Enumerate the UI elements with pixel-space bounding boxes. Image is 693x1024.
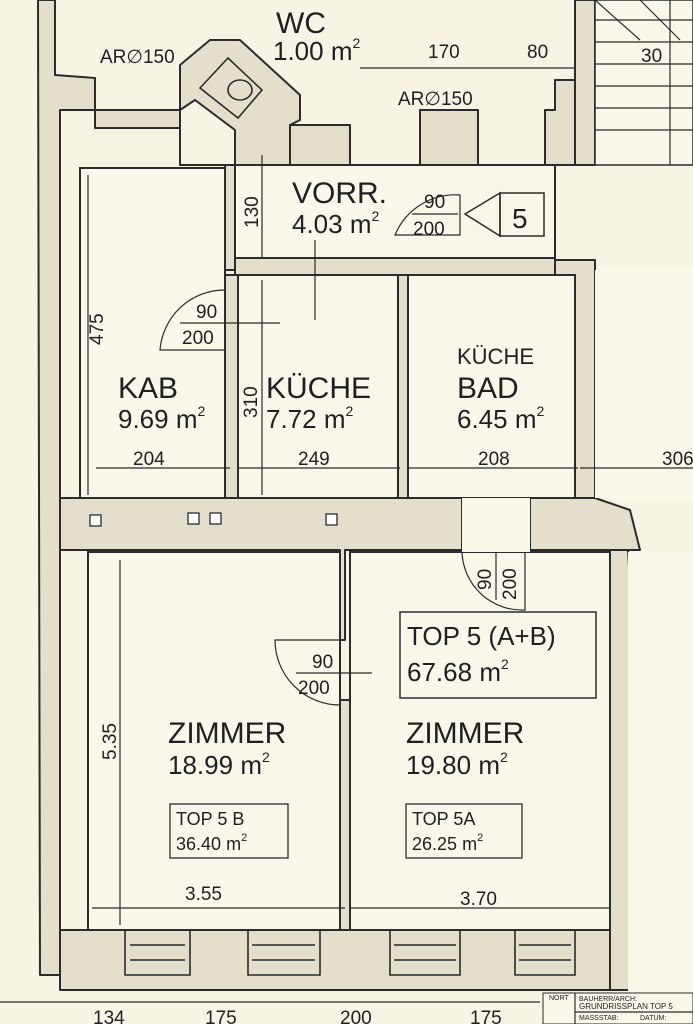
zimmer-b-area: 18.99 m2 [168, 749, 270, 780]
room-zimmer-b [87, 551, 341, 931]
wall-middle-right [529, 497, 641, 551]
dim-bottom-200: 200 [340, 1008, 372, 1024]
vorr-name: VORR. [292, 177, 387, 210]
kab-name: KAB [118, 372, 178, 405]
kueche-bad-name1: KÜCHE [457, 344, 534, 369]
door-bad-height: 200 [500, 568, 521, 600]
top5b-name: TOP 5 B [176, 809, 244, 829]
zimmer-a-name: ZIMMER [406, 717, 524, 750]
wc-area: 1.00 m2 [273, 35, 361, 66]
door-zimmer-height: 200 [298, 678, 330, 699]
room-kab [79, 167, 226, 499]
wall-top-pillar1 [419, 109, 479, 166]
rooms [79, 164, 693, 992]
dim-kab-204: 204 [133, 449, 165, 470]
room-neighbour [595, 270, 693, 498]
title-scale: MASSSTAB: [579, 1015, 619, 1022]
wall-right-top [574, 0, 596, 166]
room-labels: WC 1.00 m2 VORR. 4.03 m2 KAB 9.69 m2 KÜC… [118, 7, 545, 780]
unit-labels: TOP 5 (A+B) 67.68 m2 TOP 5 B 36.40 m2 TO… [169, 611, 597, 859]
north-label: NORT [549, 995, 569, 1002]
vorr-area: 4.03 m2 [292, 208, 380, 239]
top5-area: 67.68 m2 [407, 656, 509, 687]
dim-right-306: 306 [662, 449, 693, 470]
door-swings [159, 194, 526, 706]
windows [124, 930, 576, 976]
dim-zimmer-370: 3.70 [460, 889, 497, 910]
door-arc-zimmer [274, 639, 341, 706]
door-bad-width: 90 [475, 569, 496, 590]
room-vorraum [234, 164, 556, 259]
title-block: NORT BAUHERR/ARCH: GRUNDRISSPLAN TOP 5 M… [542, 992, 693, 1024]
dim-vorr-130: 130 [242, 196, 263, 228]
door-vorr-height: 200 [413, 219, 445, 240]
title-date: DATUM: [640, 1015, 666, 1022]
wc-name: WC [276, 7, 326, 40]
room-kueche-bad [407, 274, 576, 499]
kueche-area: 7.72 m2 [266, 403, 354, 434]
zimmer-b-name: ZIMMER [168, 717, 286, 750]
apartment-number: 5 [512, 203, 528, 234]
pipe-label-right: AR∅150 [398, 89, 473, 110]
top5b-area: 36.40 m2 [176, 832, 247, 854]
title-plan: GRUNDRISSPLAN TOP 5 [579, 1002, 673, 1011]
dim-bottom-175a: 175 [205, 1008, 237, 1024]
staircase [594, 0, 693, 166]
title-heading: BAUHERR/ARCH: [579, 996, 637, 1003]
door-kab-width: 90 [196, 302, 217, 323]
room-kueche [237, 274, 399, 499]
wall-top-mid [289, 124, 351, 166]
kueche-bad-name2: BAD [457, 372, 519, 405]
wall-kab-kueche [224, 274, 239, 499]
kab-area: 9.69 m2 [118, 403, 206, 434]
room-zimmer-a [349, 551, 611, 931]
door-zimmer-width: 90 [312, 652, 333, 673]
top5a-area: 26.25 m2 [412, 832, 483, 854]
top5a-name: TOP 5A [412, 809, 475, 829]
kueche-name: KÜCHE [266, 372, 371, 405]
door-arc-vorr [394, 194, 461, 236]
dim-kueche-310: 310 [241, 386, 262, 418]
zimmer-a-area: 19.80 m2 [406, 749, 508, 780]
dimension-labels: 170 80 30 130 475 310 204 249 208 306 5.… [87, 42, 693, 1024]
dim-zimmer-355: 3.55 [185, 884, 222, 905]
dim-bad-208: 208 [478, 449, 510, 470]
door-kab-height: 200 [182, 328, 214, 349]
apartment-marker: 5 [463, 191, 545, 238]
door-arc-kab [159, 289, 226, 351]
kueche-bad-area: 6.45 m2 [457, 403, 545, 434]
pipe-label-left: AR∅150 [100, 47, 175, 68]
door-vorr-width: 90 [424, 192, 445, 213]
markers [89, 512, 338, 527]
dim-bottom-134: 134 [93, 1008, 125, 1024]
top5-name: TOP 5 (A+B) [407, 621, 556, 651]
door-labels: 90 200 90 200 90 200 90 200 [180, 192, 521, 699]
dim-top-30: 30 [641, 46, 662, 67]
dim-zimmer-535: 5.35 [100, 723, 121, 760]
wall-under-vorr [234, 257, 556, 276]
door-arc-bad [461, 551, 526, 611]
dim-top-170: 170 [428, 42, 460, 63]
dim-kueche-249: 249 [298, 449, 330, 470]
room-neighbour-lower [628, 552, 693, 992]
wc-wall [179, 39, 301, 166]
dim-bottom-175b: 175 [470, 1008, 502, 1024]
room-corridor [462, 498, 530, 552]
dimension-lines [0, 67, 693, 1003]
dim-kab-475: 475 [87, 313, 108, 345]
wall-kueche-bad [397, 274, 409, 499]
toilet-icon [198, 56, 264, 120]
dim-top-80: 80 [527, 42, 548, 63]
